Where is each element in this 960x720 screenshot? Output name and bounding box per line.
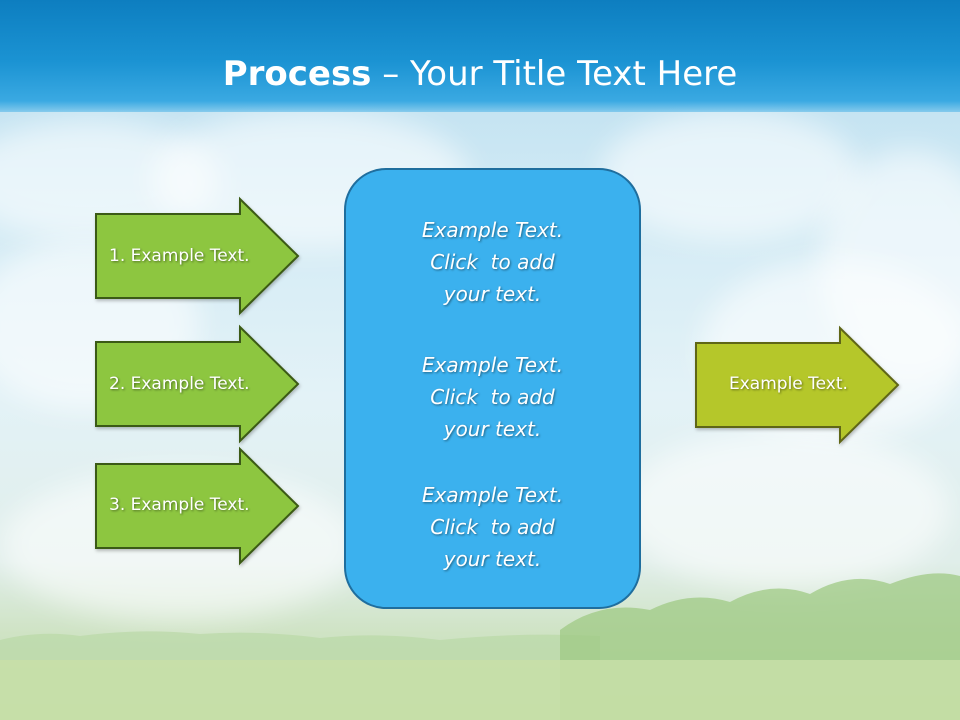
center-text-block-1: Example Text. Click to add your text. <box>346 214 639 310</box>
output-arrow <box>695 325 900 445</box>
input-arrow-1-label: 1. Example Text. <box>109 246 250 266</box>
center-text-block-2: Example Text. Click to add your text. <box>346 349 639 445</box>
text-line: Example Text. <box>421 483 564 507</box>
center-process-box: Example Text. Click to add your text. Ex… <box>344 168 641 609</box>
output-arrow-label: Example Text. <box>729 374 848 394</box>
title-bold: Process <box>222 54 372 94</box>
input-arrow-2-label: 2. Example Text. <box>109 374 250 394</box>
input-arrow-2 <box>95 324 300 444</box>
input-arrow-3-label: 3. Example Text. <box>109 495 250 515</box>
text-line: Click to add <box>430 250 555 274</box>
text-line: your text. <box>443 547 542 571</box>
text-line: Click to add <box>430 515 555 539</box>
text-line: Click to add <box>430 385 555 409</box>
input-arrow-1 <box>95 196 300 316</box>
slide-title: Process – Your Title Text Here <box>0 54 960 94</box>
title-band <box>0 0 960 112</box>
treeline-meadow <box>0 573 960 720</box>
text-line: Example Text. <box>421 353 564 377</box>
text-line: your text. <box>443 282 542 306</box>
title-rest: – Your Title Text Here <box>371 54 738 94</box>
text-line: your text. <box>443 417 542 441</box>
input-arrow-3 <box>95 446 300 566</box>
cloud <box>600 110 860 240</box>
text-line: Example Text. <box>421 218 564 242</box>
center-text-block-3: Example Text. Click to add your text. <box>346 479 639 575</box>
cloud <box>620 430 950 590</box>
